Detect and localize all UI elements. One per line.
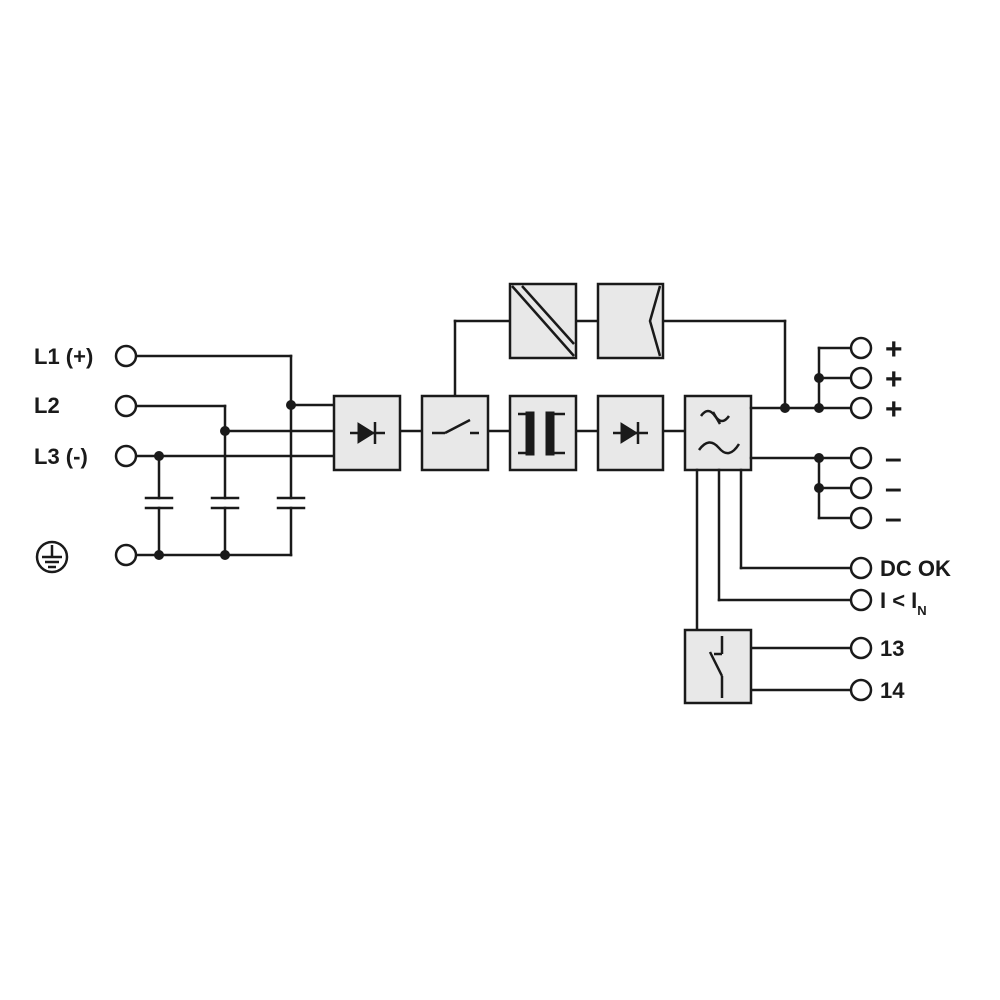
terminal-dc-ok	[849, 556, 873, 580]
label-current-main: I < I	[880, 588, 917, 613]
label-l1: L1 (+)	[34, 344, 93, 369]
rectifier-block	[332, 394, 402, 472]
controller-block	[596, 282, 665, 360]
terminal-plus-2	[849, 366, 873, 390]
label-plus-1: +	[885, 333, 903, 366]
main-chain-wiring	[398, 319, 787, 433]
input-wiring	[136, 354, 336, 560]
label-current: I < IN	[880, 588, 927, 618]
terminal-minus-1	[849, 446, 873, 470]
terminal-earth	[114, 543, 138, 567]
relay-block	[683, 628, 753, 705]
label-minus-3: –	[885, 502, 902, 535]
switch-icon	[432, 418, 479, 435]
output-diode-block	[596, 394, 665, 472]
terminal-current	[849, 588, 873, 612]
label-l2: L2	[34, 393, 60, 418]
label-l3: L3 (-)	[34, 444, 88, 469]
label-dc-ok: DC OK	[880, 556, 951, 581]
output-wiring	[695, 346, 852, 692]
label-plus-2: +	[885, 363, 903, 396]
ground-icon	[35, 540, 69, 574]
terminal-14	[849, 678, 873, 702]
transformer-icon	[518, 411, 565, 456]
terminal-l1	[114, 344, 138, 368]
diode-icon	[350, 422, 385, 444]
label-13: 13	[880, 636, 904, 661]
diode-icon	[613, 422, 648, 444]
filter-block	[683, 394, 753, 472]
transformer-block	[508, 394, 578, 472]
terminal-plus-3	[849, 396, 873, 420]
terminal-minus-2	[849, 476, 873, 500]
label-current-sub: N	[917, 603, 926, 618]
relay-icon	[708, 636, 724, 698]
label-minus-2: –	[885, 472, 902, 505]
terminal-l3	[114, 444, 138, 468]
label-plus-3: +	[885, 393, 903, 426]
label-14: 14	[880, 678, 905, 703]
terminal-l2	[114, 394, 138, 418]
filter-icon	[697, 409, 741, 455]
switch-block	[420, 394, 490, 472]
terminal-minus-3	[849, 506, 873, 530]
terminal-plus-1	[849, 336, 873, 360]
label-minus-1: –	[885, 442, 902, 475]
optocoupler-block	[508, 282, 578, 360]
terminal-13	[849, 636, 873, 660]
